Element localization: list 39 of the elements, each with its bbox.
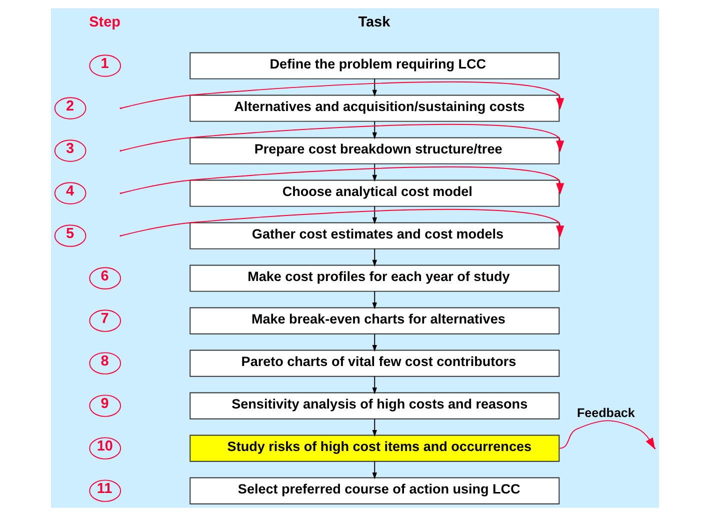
arrow [372,418,377,437]
arrow [372,376,377,394]
node-ellipse: 9 [89,394,122,417]
arrow [120,166,564,195]
node-ellipse: 6 [89,267,122,290]
arrow [372,163,377,182]
node-ellipse: 11 [89,480,122,502]
node-ellipse: 3 [54,140,86,162]
node-box: Define the problem requiring LCC [190,52,560,80]
node-box: Pareto charts of vital few cost contributors [190,350,560,377]
arrow [120,81,564,110]
node-ellipse: 1 [89,54,122,77]
node-box: Choose analytical cost model [190,180,560,207]
label: Step [89,14,121,31]
node-box: Select preferred course of action using LCC [190,477,560,504]
label: Task [358,14,390,31]
node-box: Prepare cost breakdown structure/tree [190,137,560,164]
arrow [372,460,377,480]
node-box: Study risks of high cost items and occurrences [190,434,560,462]
node-ellipse: 5 [54,224,86,247]
node-ellipse: 2 [54,97,86,120]
arrow [372,206,377,224]
arrow [120,209,564,238]
node-box: Make cost profiles for each year of study [190,264,560,292]
node-ellipse: 7 [89,310,122,332]
node-box: Gather cost estimates and cost models [190,222,560,250]
arrow [372,120,377,140]
arrow [372,333,377,352]
node-box: Sensitivity analysis of high costs and reasons [190,392,560,420]
node-ellipse: 8 [89,352,122,374]
arrow [372,290,377,310]
edge-label: Feedback [577,406,635,420]
arrow [372,78,377,97]
node-ellipse: 10 [89,437,122,460]
arrow [120,124,564,152]
node-box: Alternatives and acquisition/sustaining costs [190,94,560,122]
node-box: Make break-even charts for alternatives [190,307,560,334]
node-ellipse: 4 [54,182,86,204]
arrow [372,248,377,267]
